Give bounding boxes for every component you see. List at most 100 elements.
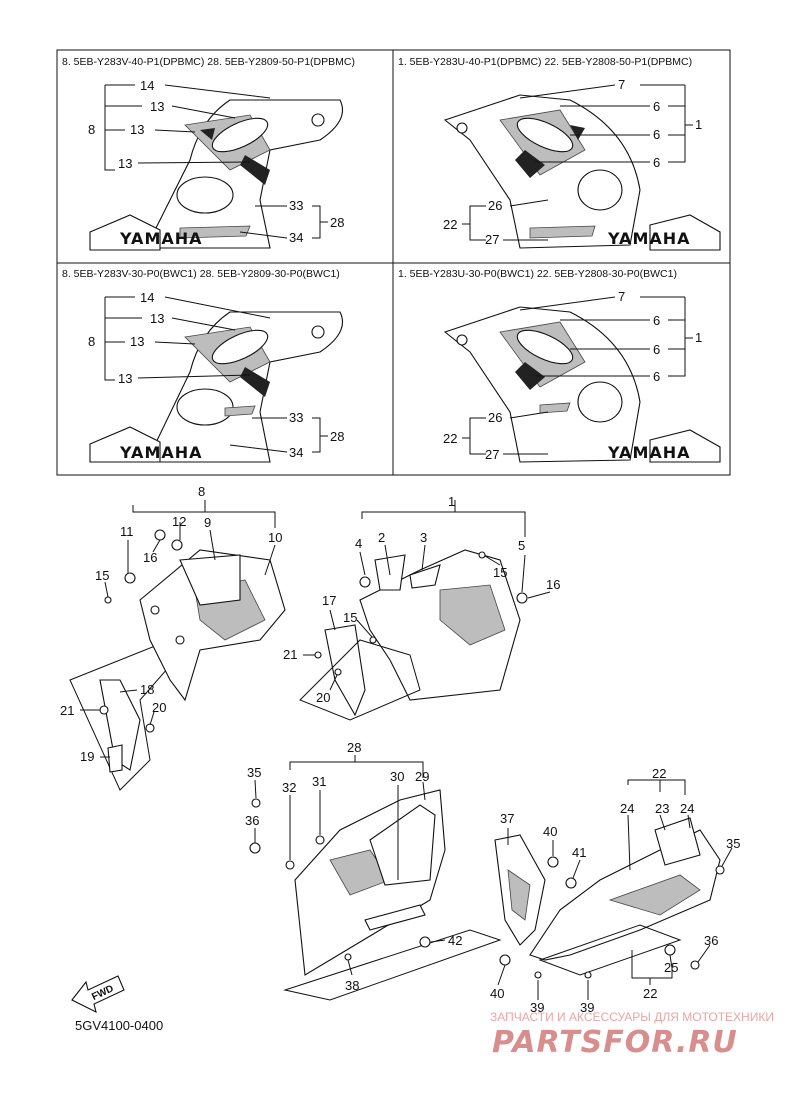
callout: 15 (493, 565, 507, 580)
callout: 13 (130, 334, 144, 349)
callout: 12 (172, 514, 186, 529)
callout: 33 (289, 198, 303, 213)
panel-part-code: 1. 5EB-Y283U-40-P1(DPBMC) 22. 5EB-Y2808-… (398, 56, 692, 68)
callout: 6 (653, 342, 660, 357)
callout: 13 (150, 311, 164, 326)
callout: 16 (546, 577, 560, 592)
watermark-brand: PARTSFOR.RU (492, 1025, 738, 1060)
panel-part-code: 8. 5EB-Y283V-30-P0(BWC1) 28. 5EB-Y2809-3… (62, 268, 340, 280)
callout: 41 (572, 845, 586, 860)
callout: 13 (130, 122, 144, 137)
callout: 22 (643, 986, 657, 1001)
decal-panels-frame (56, 49, 731, 476)
callout: 34 (289, 445, 303, 460)
callout: 39 (580, 1000, 594, 1015)
callout: 8 (88, 122, 95, 137)
callout: 40 (490, 986, 504, 1001)
callout: 13 (118, 156, 132, 171)
callout: 23 (655, 801, 669, 816)
callout: 21 (283, 647, 297, 662)
callout: 24 (680, 801, 694, 816)
brand-decal: YAMAHA (607, 443, 691, 462)
callout: 27 (485, 232, 499, 247)
callout: 14 (140, 290, 154, 305)
callout: 7 (618, 77, 625, 92)
callout: 29 (415, 769, 429, 784)
brand-decal: YAMAHA (119, 229, 203, 248)
callout: 10 (268, 530, 282, 545)
exploded-upper-left: 8 11 12 9 10 16 15 18 21 20 19 (60, 484, 286, 791)
callout: 3 (420, 530, 427, 545)
callout: 6 (653, 127, 660, 142)
callout: 7 (618, 289, 625, 304)
callout: 9 (204, 515, 211, 530)
callout: 28 (347, 740, 361, 755)
callout: 34 (289, 230, 303, 245)
callout: 17 (322, 593, 336, 608)
callout: 14 (140, 78, 154, 93)
brand-decal: YAMAHA (607, 229, 691, 248)
callout: 22 (443, 217, 457, 232)
callout: 6 (653, 313, 660, 328)
callout: 30 (390, 769, 404, 784)
callout: 36 (704, 933, 718, 948)
watermark: ЗАПЧАСТИ И АКСЕССУАРЫ ДЛЯ МОТОТЕХНИКИ PA… (490, 1010, 774, 1060)
callout: 42 (448, 933, 462, 948)
decal-panel-left-top: 8. 5EB-Y283V-40-P1(DPBMC) 28. 5EB-Y2809-… (62, 56, 355, 251)
callout: 4 (355, 536, 362, 551)
exploded-lower-right: 22 24 23 24 37 40 41 35 36 25 40 39 39 2… (490, 766, 740, 1015)
callout: 31 (312, 774, 326, 789)
callout: 13 (150, 99, 164, 114)
callout: 6 (653, 99, 660, 114)
callout: 27 (485, 447, 499, 462)
brand-decal: YAMAHA (119, 443, 203, 462)
callout: 5 (518, 538, 525, 553)
forward-arrow-icon: FWD (71, 975, 125, 1014)
callout: 22 (443, 431, 457, 446)
callout: 37 (500, 811, 514, 826)
callout: 28 (330, 429, 344, 444)
callout: 21 (60, 703, 74, 718)
callout: 33 (289, 410, 303, 425)
panel-part-code: 8. 5EB-Y283V-40-P1(DPBMC) 28. 5EB-Y2809-… (62, 56, 355, 68)
callout: 35 (726, 836, 740, 851)
callout: 26 (488, 410, 502, 425)
callout: 36 (245, 813, 259, 828)
callout: 8 (88, 334, 95, 349)
decal-panel-right-top: 1. 5EB-Y283U-40-P1(DPBMC) 22. 5EB-Y2808-… (398, 56, 721, 251)
decal-panel-left-bottom: 8. 5EB-Y283V-30-P0(BWC1) 28. 5EB-Y2809-3… (62, 268, 344, 463)
callout: 20 (152, 700, 166, 715)
callout: 24 (620, 801, 634, 816)
callout: 1 (448, 494, 455, 509)
callout: 28 (330, 215, 344, 230)
decal-panel-right-bottom: 1. 5EB-Y283U-30-P0(BWC1) 22. 5EB-Y2808-3… (398, 268, 721, 463)
callout: 1 (695, 330, 702, 345)
callout: 22 (652, 766, 666, 781)
callout: 38 (345, 978, 359, 993)
callout: 25 (664, 960, 678, 975)
callout: 32 (282, 780, 296, 795)
callout: 8 (198, 484, 205, 499)
callout: 13 (118, 371, 132, 386)
panel-part-code: 1. 5EB-Y283U-30-P0(BWC1) 22. 5EB-Y2808-3… (398, 268, 677, 280)
callout: 16 (143, 550, 157, 565)
callout: 39 (530, 1000, 544, 1015)
callout: 18 (140, 682, 154, 697)
callout: 26 (488, 198, 502, 213)
callout: 6 (653, 155, 660, 170)
callout: 40 (543, 824, 557, 839)
callout: 2 (378, 530, 385, 545)
callout: 6 (653, 369, 660, 384)
figure-code: 5GV4100-0400 (75, 1018, 163, 1033)
callout: 35 (247, 765, 261, 780)
callout: 15 (343, 610, 357, 625)
callout: 19 (80, 749, 94, 764)
callout: 20 (316, 690, 330, 705)
watermark-subtitle: ЗАПЧАСТИ И АКСЕССУАРЫ ДЛЯ МОТОТЕХНИКИ (490, 1010, 774, 1024)
callout: 15 (95, 568, 109, 583)
callout: 1 (695, 117, 702, 132)
callout: 11 (120, 524, 134, 539)
exploded-upper-right: 1 2 3 4 5 15 16 17 15 21 20 (283, 494, 560, 721)
exploded-lower-left: 28 35 32 31 30 29 36 42 38 (245, 740, 502, 1001)
